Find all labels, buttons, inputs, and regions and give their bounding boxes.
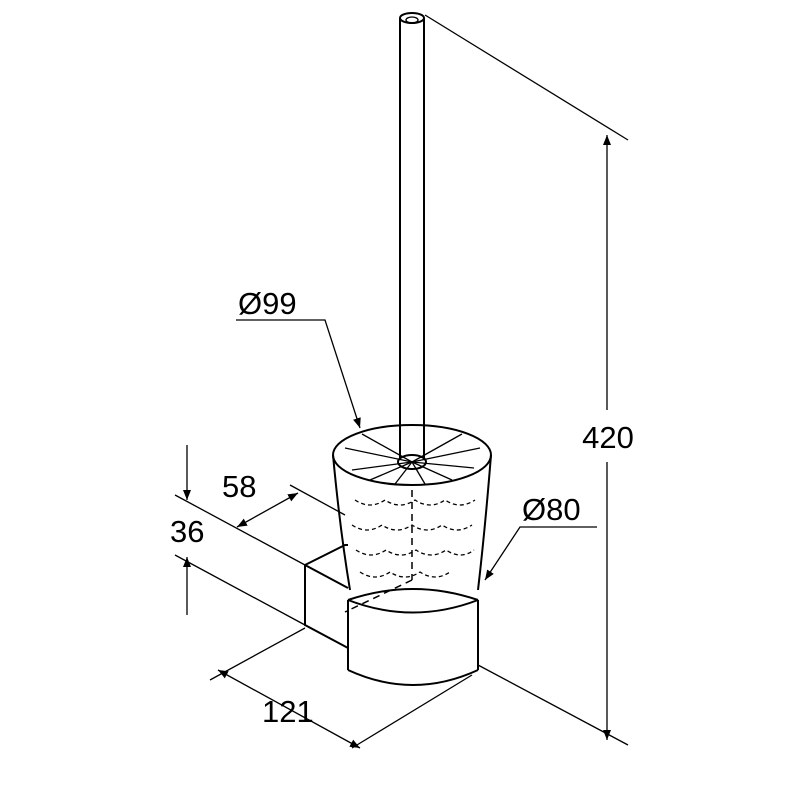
holder-base bbox=[347, 588, 479, 686]
dimension-total-height: 420 bbox=[424, 14, 634, 746]
wall-bracket bbox=[304, 544, 349, 649]
label-121: 121 bbox=[262, 694, 314, 729]
label-d99: Ø99 bbox=[238, 286, 297, 321]
label-420: 420 bbox=[582, 420, 634, 455]
dimension-brush-diameter: Ø99 bbox=[236, 286, 361, 429]
dimension-wall-projection: 121 bbox=[209, 627, 473, 749]
brush-holder-cup bbox=[332, 424, 492, 613]
dimension-depth: 58 bbox=[222, 469, 346, 528]
brush-handle bbox=[397, 12, 427, 470]
label-d80: Ø80 bbox=[522, 492, 581, 527]
label-36: 36 bbox=[170, 514, 204, 549]
dimension-holder-diameter: Ø80 bbox=[484, 492, 597, 581]
dimension-bracket-height: 36 bbox=[170, 445, 306, 626]
label-58: 58 bbox=[222, 469, 256, 504]
